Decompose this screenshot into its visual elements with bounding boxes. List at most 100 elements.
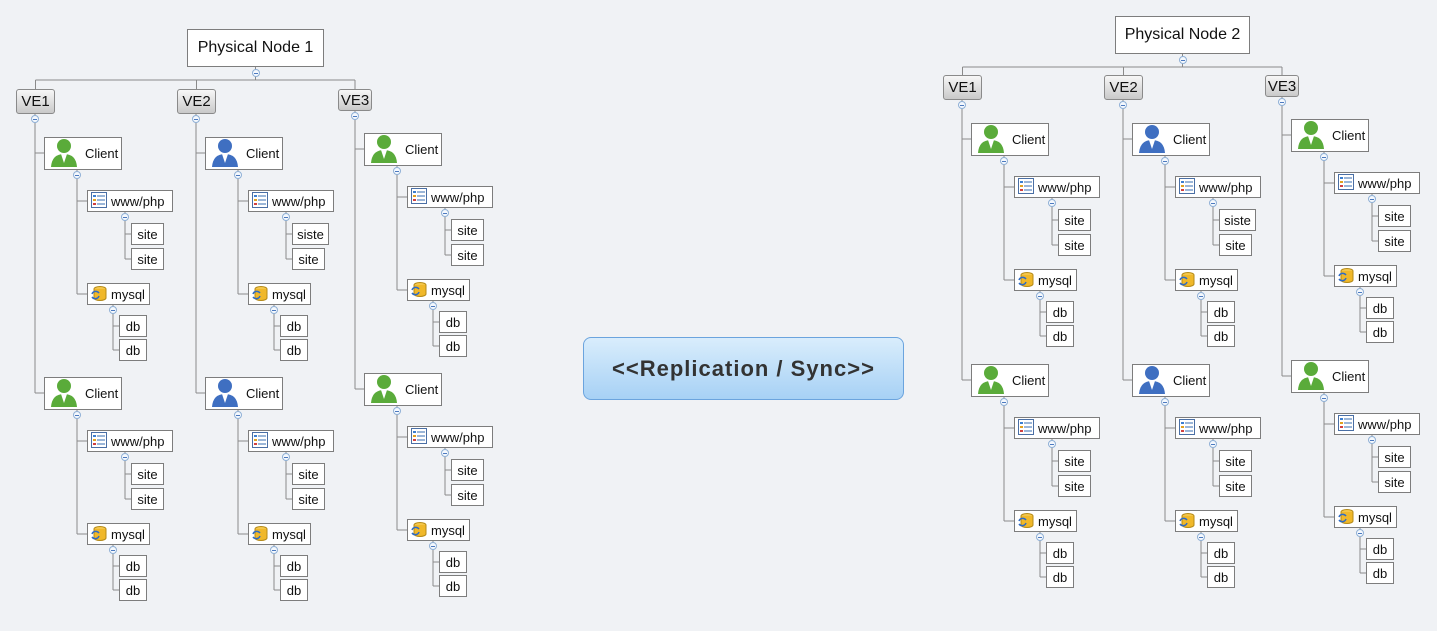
db-node[interactable]: db: [280, 579, 308, 601]
db-node[interactable]: db: [1366, 538, 1394, 560]
mysql-node[interactable]: mysql: [407, 279, 470, 301]
db-node[interactable]: db: [1366, 321, 1394, 343]
site-node[interactable]: site: [131, 223, 164, 245]
collapse-icon[interactable]: [351, 112, 359, 120]
collapse-icon[interactable]: [270, 546, 278, 554]
client-node[interactable]: Client: [971, 123, 1049, 156]
db-node[interactable]: db: [1207, 566, 1235, 588]
collapse-icon[interactable]: [1119, 101, 1127, 109]
site-node[interactable]: site: [1058, 209, 1091, 231]
db-node[interactable]: db: [280, 555, 308, 577]
ve-1-node2[interactable]: VE1: [943, 75, 982, 100]
collapse-icon[interactable]: [393, 167, 401, 175]
collapse-icon[interactable]: [1368, 436, 1376, 444]
collapse-icon[interactable]: [1209, 440, 1217, 448]
site-node[interactable]: site: [131, 463, 164, 485]
www-php-node[interactable]: www/php: [1334, 413, 1420, 435]
client-node[interactable]: Client: [1291, 360, 1369, 393]
www-php-node[interactable]: www/php: [248, 430, 334, 452]
db-node[interactable]: db: [280, 315, 308, 337]
db-node[interactable]: db: [119, 555, 147, 577]
site-node[interactable]: site: [1058, 475, 1091, 497]
collapse-icon[interactable]: [270, 306, 278, 314]
db-node[interactable]: db: [119, 315, 147, 337]
mysql-node[interactable]: mysql: [1175, 269, 1238, 291]
site-node[interactable]: site: [451, 459, 484, 481]
client-node[interactable]: Client: [205, 377, 283, 410]
client-node[interactable]: Client: [1132, 364, 1210, 397]
collapse-icon[interactable]: [192, 115, 200, 123]
physical-node-1[interactable]: Physical Node 1: [187, 29, 324, 67]
collapse-icon[interactable]: [429, 542, 437, 550]
collapse-icon[interactable]: [1278, 98, 1286, 106]
ve-2-node2[interactable]: VE2: [1104, 75, 1143, 100]
client-node[interactable]: Client: [364, 133, 442, 166]
site-node[interactable]: site: [1219, 450, 1252, 472]
db-node[interactable]: db: [119, 579, 147, 601]
ve-3-node2[interactable]: VE3: [1265, 75, 1299, 97]
collapse-icon[interactable]: [441, 209, 449, 217]
collapse-icon[interactable]: [109, 306, 117, 314]
collapse-icon[interactable]: [1048, 440, 1056, 448]
www-php-node[interactable]: www/php: [1175, 176, 1261, 198]
www-php-node[interactable]: www/php: [87, 190, 173, 212]
site-node[interactable]: site: [292, 248, 325, 270]
mysql-node[interactable]: mysql: [1334, 265, 1397, 287]
collapse-icon[interactable]: [1197, 292, 1205, 300]
collapse-icon[interactable]: [1197, 533, 1205, 541]
mysql-node[interactable]: mysql: [1014, 510, 1077, 532]
www-php-node[interactable]: www/php: [1014, 176, 1100, 198]
collapse-icon[interactable]: [234, 411, 242, 419]
collapse-icon[interactable]: [1036, 292, 1044, 300]
collapse-icon[interactable]: [1161, 157, 1169, 165]
site-node[interactable]: site: [292, 463, 325, 485]
www-php-node[interactable]: www/php: [1014, 417, 1100, 439]
collapse-icon[interactable]: [1000, 157, 1008, 165]
site-node[interactable]: site: [1378, 471, 1411, 493]
collapse-icon[interactable]: [1161, 398, 1169, 406]
collapse-icon[interactable]: [1178, 56, 1187, 64]
client-node[interactable]: Client: [205, 137, 283, 170]
collapse-icon[interactable]: [1036, 533, 1044, 541]
db-node[interactable]: db: [1207, 301, 1235, 323]
db-node[interactable]: db: [1046, 301, 1074, 323]
site-node[interactable]: site: [1219, 234, 1252, 256]
site-node[interactable]: site: [1378, 230, 1411, 252]
ve-2-node1[interactable]: VE2: [177, 89, 216, 114]
db-node[interactable]: db: [1366, 297, 1394, 319]
site-node[interactable]: site: [131, 488, 164, 510]
db-node[interactable]: db: [1207, 542, 1235, 564]
ve-1-node1[interactable]: VE1: [16, 89, 55, 114]
collapse-icon[interactable]: [1356, 288, 1364, 296]
db-node[interactable]: db: [1207, 325, 1235, 347]
www-php-node[interactable]: www/php: [407, 186, 493, 208]
collapse-icon[interactable]: [441, 449, 449, 457]
db-node[interactable]: db: [439, 551, 467, 573]
www-php-node[interactable]: www/php: [1334, 172, 1420, 194]
collapse-icon[interactable]: [31, 115, 39, 123]
site-node[interactable]: site: [131, 248, 164, 270]
www-php-node[interactable]: www/php: [87, 430, 173, 452]
db-node[interactable]: db: [1046, 542, 1074, 564]
site-node[interactable]: site: [1058, 234, 1091, 256]
collapse-icon[interactable]: [1368, 195, 1376, 203]
collapse-icon[interactable]: [1000, 398, 1008, 406]
mysql-node[interactable]: mysql: [248, 523, 311, 545]
site-node[interactable]: site: [451, 484, 484, 506]
mysql-node[interactable]: mysql: [1334, 506, 1397, 528]
collapse-icon[interactable]: [234, 171, 242, 179]
site-node[interactable]: siste: [292, 223, 329, 245]
mysql-node[interactable]: mysql: [87, 283, 150, 305]
mysql-node[interactable]: mysql: [1175, 510, 1238, 532]
db-node[interactable]: db: [439, 575, 467, 597]
client-node[interactable]: Client: [364, 373, 442, 406]
collapse-icon[interactable]: [1320, 153, 1328, 161]
collapse-icon[interactable]: [73, 411, 81, 419]
db-node[interactable]: db: [439, 311, 467, 333]
collapse-icon[interactable]: [429, 302, 437, 310]
collapse-icon[interactable]: [109, 546, 117, 554]
site-node[interactable]: site: [451, 244, 484, 266]
client-node[interactable]: Client: [971, 364, 1049, 397]
www-php-node[interactable]: www/php: [407, 426, 493, 448]
collapse-icon[interactable]: [121, 213, 129, 221]
